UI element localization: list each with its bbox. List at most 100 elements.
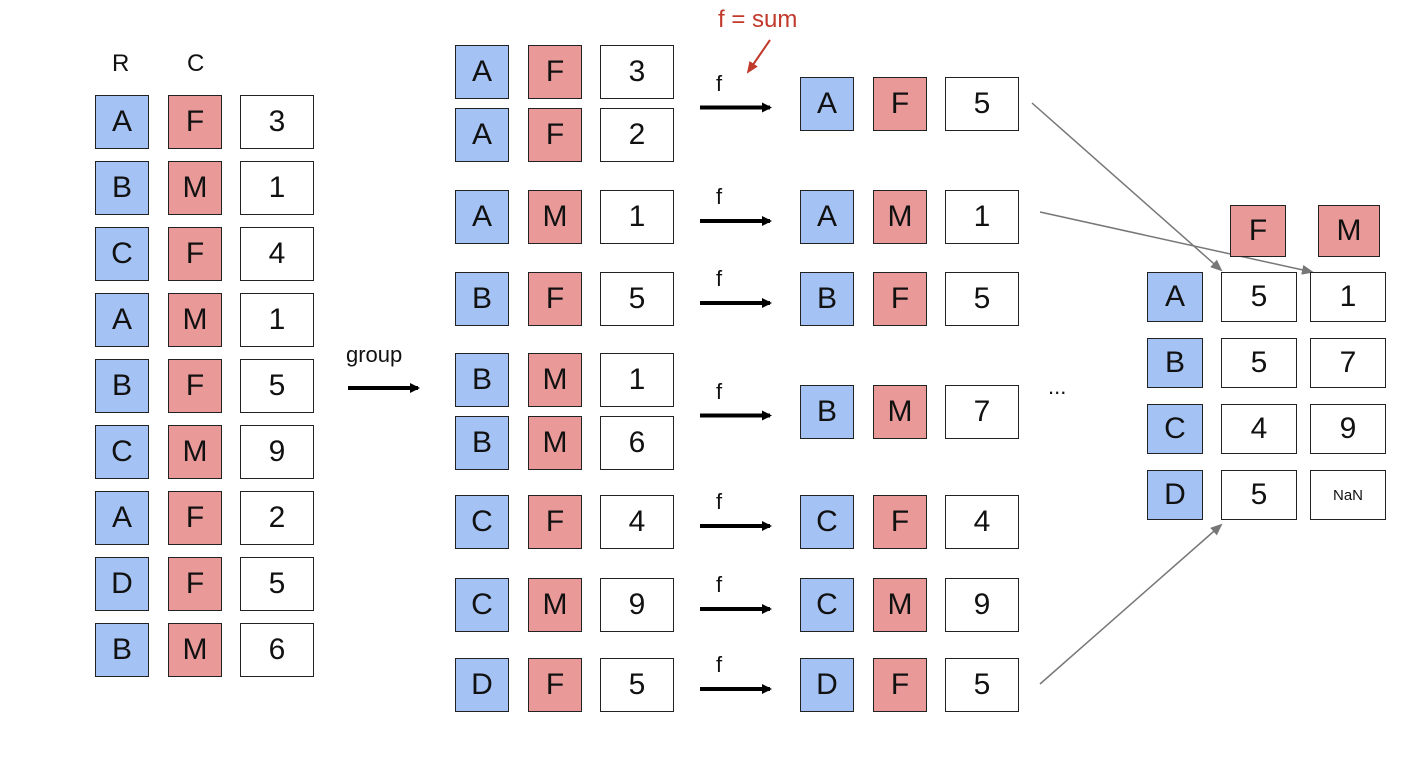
pivot-cell-2-1: 9 [1310, 404, 1386, 454]
source-row-7-value: 5 [240, 557, 314, 611]
group-5-row-0-r-key: C [455, 578, 509, 632]
group-2-row-0-r-key: B [455, 272, 509, 326]
pivot-cell-0-0: 5 [1221, 272, 1297, 322]
result-6-r-key: D [800, 658, 854, 712]
source-row-0-r-key: A [95, 95, 149, 149]
result-4-r-key: C [800, 495, 854, 549]
result-5-value: 9 [945, 578, 1019, 632]
result-0-c-key: F [873, 76, 927, 131]
pivot-row-key-0: A [1147, 272, 1203, 322]
group-6-row-0-c-key: F [528, 658, 582, 712]
result-6-c-key: F [873, 658, 927, 712]
group-5-row-0-c-key: M [528, 578, 582, 632]
source-row-8-value: 6 [240, 623, 314, 677]
pivot-cell-3-1: NaN [1310, 470, 1386, 520]
group-2-row-0-value: 5 [600, 272, 674, 326]
source-row-6-c-key: F [168, 491, 222, 545]
group-0-row-1-c-key: F [528, 108, 582, 162]
pivot-row-key-3: D [1147, 470, 1203, 520]
func-label-6: f [716, 652, 723, 677]
source-row-5-value: 9 [240, 425, 314, 479]
group-3-row-0-r-key: B [455, 353, 509, 407]
func-label-0: f [716, 70, 723, 96]
group-1-row-0-value: 1 [600, 190, 674, 244]
group-3-row-0-value: 1 [600, 353, 674, 407]
group-4-row-0-r-key: C [455, 495, 509, 549]
source-row-2-c-key: F [168, 227, 222, 281]
func-label-3: f [716, 378, 723, 404]
pivot-row-key-2: C [1147, 404, 1203, 454]
result-4-c-key: F [873, 495, 927, 549]
source-row-7-c-key: F [168, 557, 222, 611]
connector-A-M [1039, 211, 1314, 275]
source-row-6-value: 2 [240, 491, 314, 545]
pivot-row-key-1: B [1147, 338, 1203, 388]
source-row-5-c-key: M [168, 425, 222, 479]
group-label: group [346, 342, 403, 367]
group-3-row-1-c-key: M [528, 416, 582, 470]
source-row-7-r-key: D [95, 557, 149, 611]
source-row-2-value: 4 [240, 227, 314, 281]
func-label-1: f [716, 184, 723, 209]
header-c-label: C [187, 50, 205, 77]
result-3-c-key: M [873, 384, 927, 439]
result-2-value: 5 [945, 272, 1019, 326]
result-2-r-key: B [800, 272, 854, 326]
group-6-row-0-value: 5 [600, 658, 674, 712]
source-row-6-r-key: A [95, 491, 149, 545]
group-3-row-1-value: 6 [600, 416, 674, 470]
source-row-1-value: 1 [240, 161, 314, 215]
result-6-value: 5 [945, 658, 1019, 712]
pivot-cell-2-0: 4 [1221, 404, 1297, 454]
func-label-2: f [716, 266, 723, 291]
pivot-cell-0-1: 1 [1310, 272, 1386, 322]
result-0-value: 5 [945, 76, 1019, 131]
pivot-cell-3-0: 5 [1221, 470, 1297, 520]
pivot-col-header-0: F [1230, 205, 1286, 257]
group-2-row-0-c-key: F [528, 272, 582, 326]
source-row-4-r-key: B [95, 359, 149, 413]
source-row-3-c-key: M [168, 293, 222, 347]
group-4-row-0-value: 4 [600, 495, 674, 549]
connector-D-F [1039, 523, 1223, 685]
connector-A-F [1031, 102, 1223, 272]
group-0-row-0-c-key: F [528, 45, 582, 99]
group-6-row-0-r-key: D [455, 658, 509, 712]
result-1-value: 1 [945, 190, 1019, 244]
source-row-3-r-key: A [95, 293, 149, 347]
result-3-value: 7 [945, 384, 1019, 439]
group-4-row-0-c-key: F [528, 495, 582, 549]
pivot-col-header-1: M [1318, 205, 1380, 257]
result-5-r-key: C [800, 578, 854, 632]
source-row-0-value: 3 [240, 95, 314, 149]
result-1-r-key: A [800, 190, 854, 244]
result-5-c-key: M [873, 578, 927, 632]
group-3-row-0-c-key: M [528, 353, 582, 407]
source-row-4-c-key: F [168, 359, 222, 413]
group-1-row-0-c-key: M [528, 190, 582, 244]
source-row-5-r-key: C [95, 425, 149, 479]
func-label-4: f [716, 489, 723, 514]
result-4-value: 4 [945, 495, 1019, 549]
source-row-2-r-key: C [95, 227, 149, 281]
source-row-1-c-key: M [168, 161, 222, 215]
pivot-cell-1-1: 7 [1310, 338, 1386, 388]
source-row-1-r-key: B [95, 161, 149, 215]
func-label-5: f [716, 572, 723, 597]
group-3-row-1-r-key: B [455, 416, 509, 470]
source-row-3-value: 1 [240, 293, 314, 347]
source-row-4-value: 5 [240, 359, 314, 413]
group-0-row-0-r-key: A [455, 45, 509, 99]
ellipsis: ... [1048, 374, 1067, 399]
source-row-8-r-key: B [95, 623, 149, 677]
group-0-row-1-value: 2 [600, 108, 674, 162]
result-0-r-key: A [800, 76, 854, 131]
func-note-arrow [746, 39, 771, 74]
header-r-label: R [112, 50, 130, 77]
result-2-c-key: F [873, 272, 927, 326]
group-0-row-0-value: 3 [600, 45, 674, 99]
result-1-c-key: M [873, 190, 927, 244]
group-1-row-0-r-key: A [455, 190, 509, 244]
